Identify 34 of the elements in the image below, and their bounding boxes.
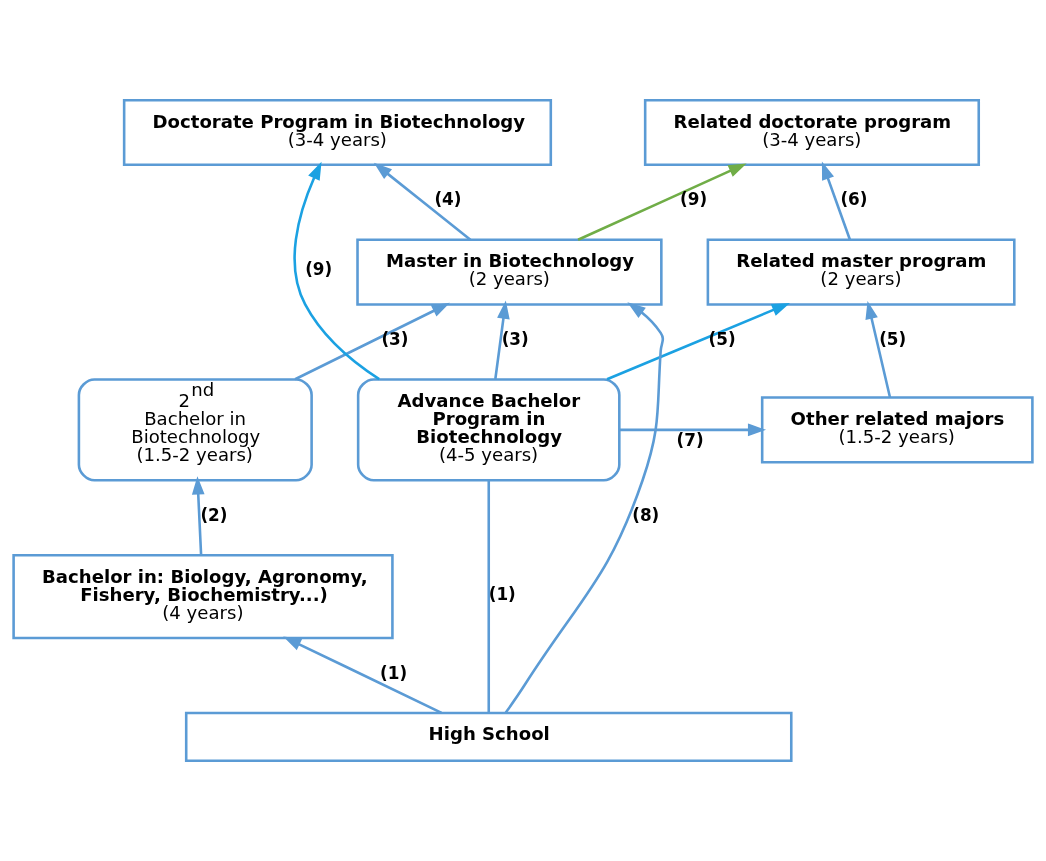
node-box: Other related majors (1.5-2 years) bbox=[760, 396, 1034, 464]
edge-label: (9) bbox=[305, 259, 333, 280]
node-box: Bachelor in: Biology, Agronomy, Fishery, Biochemistry...) (4 years) bbox=[12, 553, 394, 640]
arrow bbox=[619, 423, 767, 437]
edge-label: (2) bbox=[200, 504, 228, 525]
arrow bbox=[283, 636, 443, 715]
node-box: Related doctorate program (3-4 years) bbox=[643, 98, 981, 167]
arrow bbox=[494, 300, 510, 380]
connector bbox=[487, 480, 491, 713]
edge-label: (3) bbox=[381, 329, 409, 350]
arrow bbox=[293, 161, 380, 381]
arrow bbox=[606, 303, 790, 381]
arrow bbox=[821, 161, 852, 241]
arrow bbox=[191, 476, 205, 556]
node-box: Master in Biotechnology (2 years) bbox=[356, 238, 663, 306]
edge-label: (9) bbox=[680, 189, 708, 210]
edge-label: (5) bbox=[708, 329, 736, 350]
edge-label: (1) bbox=[488, 583, 516, 604]
edge-label: (5) bbox=[879, 329, 907, 350]
edge-label: (3) bbox=[501, 329, 529, 350]
arrow bbox=[865, 300, 892, 398]
node-box: Doctorate Program in Biotechnology (3-4 years) bbox=[122, 98, 553, 167]
node-box: Advance Bachelor Program in Biotechnology (4-5 years) bbox=[356, 378, 621, 482]
edge-label: (4) bbox=[434, 189, 462, 210]
arrow bbox=[373, 162, 472, 241]
edge-label: (7) bbox=[676, 429, 704, 450]
node-box: High School bbox=[184, 711, 793, 763]
edge-label: (1) bbox=[380, 662, 408, 683]
arrow bbox=[504, 302, 664, 714]
node-box: Related master program (2 years) bbox=[706, 238, 1016, 306]
edge-label: (6) bbox=[840, 189, 868, 210]
arrow bbox=[294, 302, 450, 381]
edge-label: (8) bbox=[632, 504, 660, 525]
arrow bbox=[577, 163, 747, 241]
